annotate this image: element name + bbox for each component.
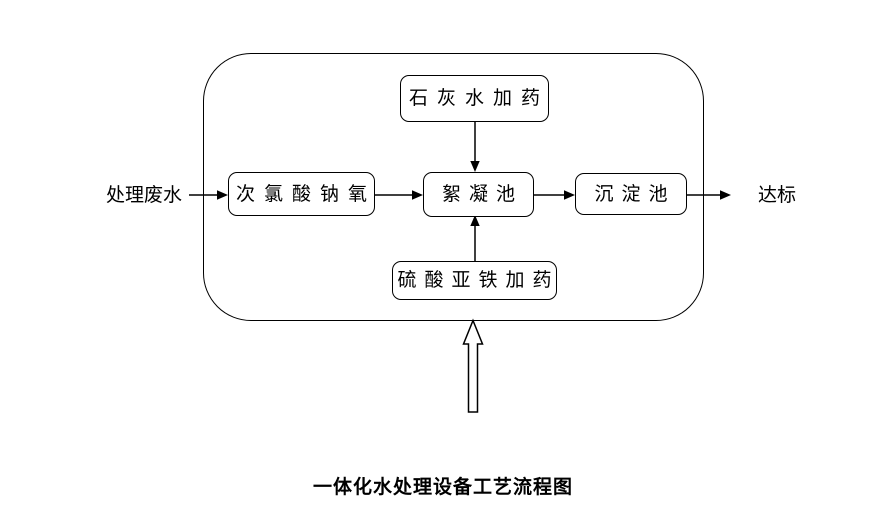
- node-flocculation-tank: 絮凝池: [423, 172, 534, 217]
- input-label: 处理废水: [106, 185, 183, 206]
- node-naclo-label: 次氯酸钠氧: [235, 183, 376, 205]
- node-lime-water-dosing: 石灰水加药: [400, 75, 549, 122]
- hollow-up-arrow: [462, 318, 484, 413]
- node-lime-label: 石灰水加药: [408, 88, 549, 109]
- node-sodium-hypochlorite: 次氯酸钠氧: [228, 172, 375, 216]
- node-ferrous-sulfate-dosing: 硫酸亚铁加药: [392, 261, 557, 300]
- diagram-title: 一体化水处理设备工艺流程图: [312, 477, 573, 498]
- node-ferrous-label: 硫酸亚铁加药: [397, 270, 560, 291]
- node-sedimentation-tank: 沉淀池: [575, 173, 687, 215]
- equipment-boundary-box: [203, 53, 704, 321]
- output-label: 达标: [758, 185, 797, 206]
- node-sedimentation-label: 沉淀池: [594, 183, 676, 205]
- node-flocculation-label: 絮凝池: [441, 184, 523, 205]
